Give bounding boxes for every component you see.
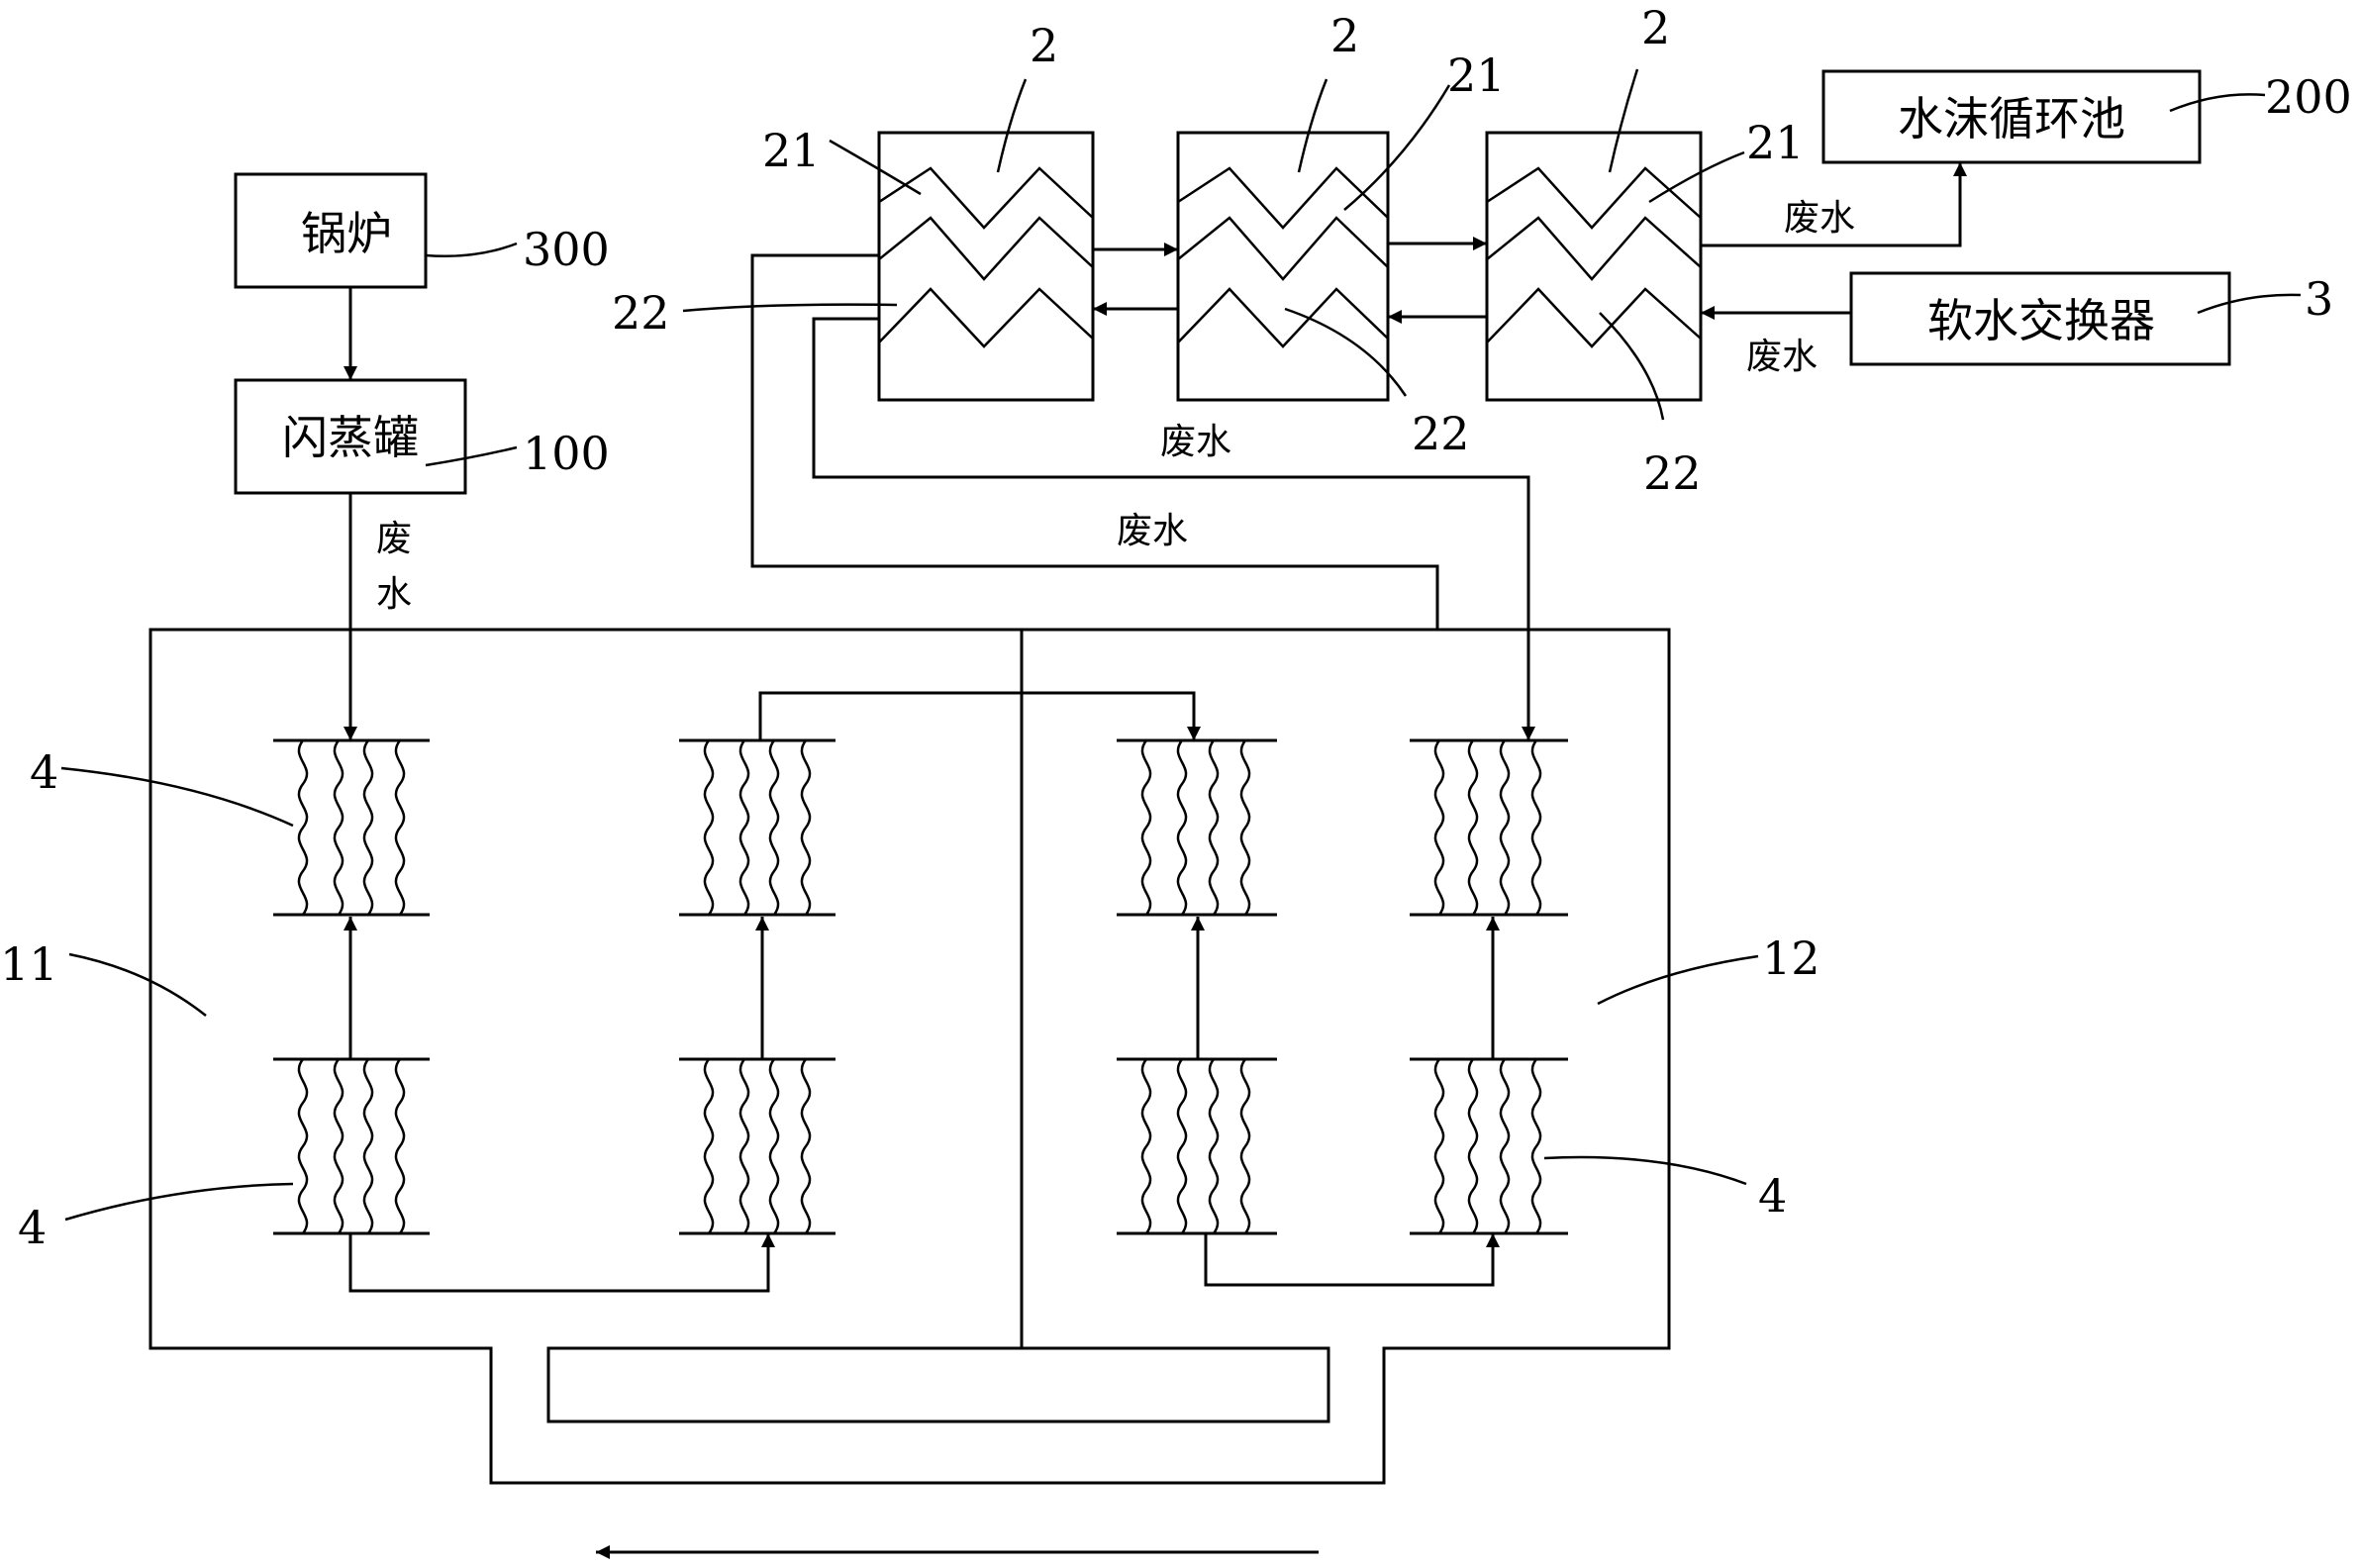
coil22-3-ref: 22 <box>1643 446 1702 500</box>
exchanger-2-ref: 2 <box>1330 9 1359 62</box>
coil21-3-leader <box>1648 150 1745 204</box>
softener-leader <box>2197 293 2302 315</box>
upper-return-waste-label: 废水 <box>1117 511 1188 551</box>
coil21-1-leader <box>829 139 922 196</box>
boiler-box <box>234 172 428 289</box>
lower-return-waste-label: 废水 <box>1160 422 1231 462</box>
heating-unit-6 <box>1117 1057 1277 1235</box>
unit6-to-unit8-pipe <box>1204 1233 1500 1287</box>
heat-exchanger-3 <box>1485 131 1703 402</box>
exchanger-1-leader <box>996 78 1028 173</box>
unit-4-bottom-ref: 4 <box>18 1201 47 1254</box>
heat-exchanger-1 <box>877 131 1095 402</box>
softener-ref: 3 <box>2305 272 2333 326</box>
heating-unit-2 <box>273 1057 430 1235</box>
pool-waste-label: 废水 <box>1784 198 1855 239</box>
flash-waste-label-1: 废 <box>376 519 412 559</box>
upper-return-pipe <box>750 253 1439 630</box>
exchanger-3-leader <box>1608 68 1639 173</box>
unit-4-right-ref: 4 <box>1758 1169 1787 1223</box>
tank-bottom-trough <box>546 1346 1330 1423</box>
heating-unit-8 <box>1410 1057 1568 1235</box>
foam-pool-box <box>1821 69 2202 164</box>
heating-unit-4 <box>679 1057 836 1235</box>
boiler-label: 锅炉 <box>301 207 392 260</box>
foam-pool-leader <box>2169 93 2266 113</box>
coil21-1-ref: 21 <box>762 124 821 177</box>
coil21-3-ref: 21 <box>1746 116 1805 169</box>
softener-box <box>1849 271 2231 366</box>
softener-label: 软水交换器 <box>1927 294 2155 347</box>
foam-pool-label: 水沫循环池 <box>1898 92 2125 146</box>
boiler-leader <box>425 242 518 258</box>
heating-unit-3 <box>679 738 836 917</box>
flash-tank-leader <box>425 445 518 467</box>
unit3-to-unit5-pipe <box>758 691 1201 740</box>
boiler-ref: 300 <box>523 223 610 276</box>
chamber-12-leader <box>1597 954 1759 1006</box>
coil21-2-leader <box>1343 84 1451 211</box>
heating-unit-5 <box>1117 738 1277 917</box>
unit2-to-unit4-pipe <box>348 1233 775 1293</box>
ex3-to-pool-arrow <box>1701 162 1967 247</box>
chamber-11-leader <box>68 952 207 1017</box>
flash-tank-label: 闪蒸罐 <box>282 411 419 464</box>
exchanger-2-leader <box>1297 78 1328 173</box>
heating-unit-1 <box>273 738 430 917</box>
heating-unit-7 <box>1410 738 1568 917</box>
chamber-11-ref: 11 <box>0 937 58 991</box>
exchanger-3-ref: 2 <box>1641 1 1670 54</box>
unit-4-top-leader <box>60 766 294 828</box>
unit-4-top-ref: 4 <box>30 745 58 799</box>
softener-waste-label: 废水 <box>1746 337 1818 377</box>
foam-pool-ref: 200 <box>2265 70 2352 124</box>
unit-4-right-leader <box>1543 1155 1747 1186</box>
exchanger-1-ref: 2 <box>1030 19 1058 72</box>
coil22-3-leader <box>1599 312 1665 421</box>
coil22-1-ref: 22 <box>612 286 670 340</box>
lower-return-pipe <box>812 317 1535 740</box>
unit-4-bottom-leader <box>64 1182 294 1222</box>
flash-waste-label-2: 水 <box>376 574 412 615</box>
flash-tank-ref: 100 <box>523 427 610 480</box>
heat-exchanger-2 <box>1176 131 1390 402</box>
coil22-2-ref: 22 <box>1412 407 1470 460</box>
coil22-1-leader <box>682 303 898 313</box>
tank-outline <box>148 628 1671 1485</box>
chamber-12-ref: 12 <box>1762 931 1820 985</box>
flash-tank-box <box>234 378 467 495</box>
coil22-2-leader <box>1284 307 1408 397</box>
coil21-2-ref: 21 <box>1447 49 1506 102</box>
